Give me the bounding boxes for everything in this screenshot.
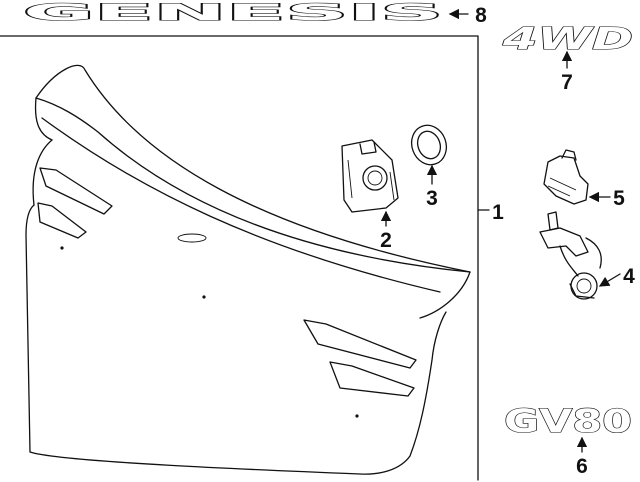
harness-connector: [539, 227, 589, 257]
left-reflector-lower: [37, 202, 87, 239]
gv80-emblem: GV80: [503, 401, 632, 440]
trunk-lid-crease: [41, 117, 441, 293]
callout-7: 7: [561, 71, 573, 94]
right-reflector-lower: [329, 361, 415, 397]
harness-clip: [547, 211, 559, 231]
mount-hole-right: [355, 414, 359, 418]
harness-wire-2: [585, 237, 602, 269]
camera-bracket-lens: [367, 170, 383, 186]
trunk-lid-upper-edge: [35, 97, 471, 273]
callout-8: 8: [475, 4, 487, 27]
camera-bracket-lens-ring: [362, 165, 388, 191]
latch-switch-body: [543, 155, 589, 205]
trunk-lid-skin: [25, 204, 447, 475]
right-reflector-upper: [303, 319, 417, 369]
callout-5: 5: [613, 187, 625, 210]
grommet-inner: [416, 130, 442, 160]
genesis-emblem: GENESIS: [22, 0, 443, 26]
camera-bracket: [341, 139, 399, 213]
left-reflector-upper: [39, 167, 113, 215]
trunk-lid-left-edge: [32, 139, 53, 206]
trunk-lid-top: [35, 64, 471, 319]
awd-emblem: 4WD: [501, 21, 634, 57]
wiring-harness: [539, 211, 602, 300]
gv80-emblem-text: GV80: [504, 402, 632, 440]
genesis-emblem-text: GENESIS: [23, 1, 443, 26]
camera-bracket-tab: [359, 141, 377, 155]
frame-outline: [0, 35, 479, 481]
latch-switch-ribs: [547, 177, 577, 197]
harness-socket-inner: [576, 278, 592, 294]
trunk-lid: [25, 64, 471, 475]
callout-2: 2: [380, 229, 392, 252]
callout-4: 4: [623, 265, 635, 288]
latch-switch: [543, 149, 589, 205]
awd-emblem-text: 4WD: [501, 22, 633, 57]
center-emblem-recess: [177, 233, 207, 243]
grommet-outer: [410, 124, 448, 166]
callout-1: 1: [492, 201, 504, 224]
callout-6: 6: [576, 455, 588, 478]
camera-bracket-body: [341, 139, 399, 213]
mount-hole-left: [60, 246, 64, 250]
camera-bracket-ribs: [347, 159, 395, 201]
mount-hole-center: [202, 295, 206, 299]
harness-socket-flange: [569, 283, 595, 299]
callout-3: 3: [426, 187, 438, 210]
leader-4: [598, 273, 621, 287]
trunk-lid-left-corner: [34, 97, 53, 141]
grommet: [410, 124, 448, 166]
harness-wire: [559, 245, 579, 277]
latch-switch-tab: [561, 149, 577, 161]
